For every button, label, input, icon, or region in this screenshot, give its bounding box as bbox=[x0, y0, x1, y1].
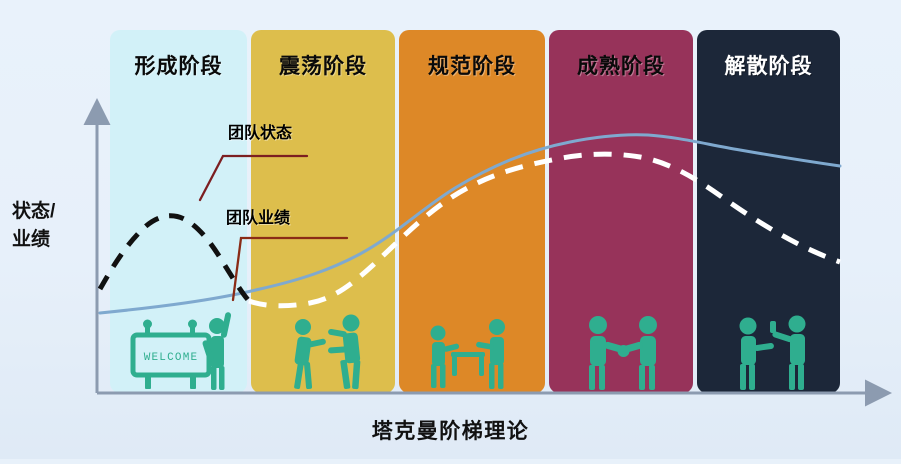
y-axis-label: 状态/ 业绩 bbox=[12, 201, 56, 250]
chart-title: 塔克曼阶梯理论 bbox=[371, 420, 530, 443]
annotation-team-performance: 团队业绩 bbox=[225, 210, 291, 227]
annotation-team-status: 团队状态 bbox=[227, 125, 293, 142]
stage-label-adjourning: 解散阶段 bbox=[724, 55, 813, 78]
svg-text:WELCOME: WELCOME bbox=[144, 352, 199, 364]
handshake-icon bbox=[589, 316, 657, 390]
two-people-fighting-icon bbox=[294, 314, 361, 390]
welcome-sign-icon: WELCOME bbox=[130, 319, 212, 389]
stage-label-performing: 成熟阶段 bbox=[577, 55, 665, 78]
stage-label-norming: 规范阶段 bbox=[428, 55, 516, 78]
stage-label-forming: 形成阶段 bbox=[134, 55, 223, 78]
team-meeting-icon bbox=[430, 319, 505, 389]
waving-person-icon bbox=[202, 312, 232, 390]
stage-label-storming: 震荡阶段 bbox=[279, 55, 367, 78]
farewell-wave-icon bbox=[739, 315, 806, 390]
